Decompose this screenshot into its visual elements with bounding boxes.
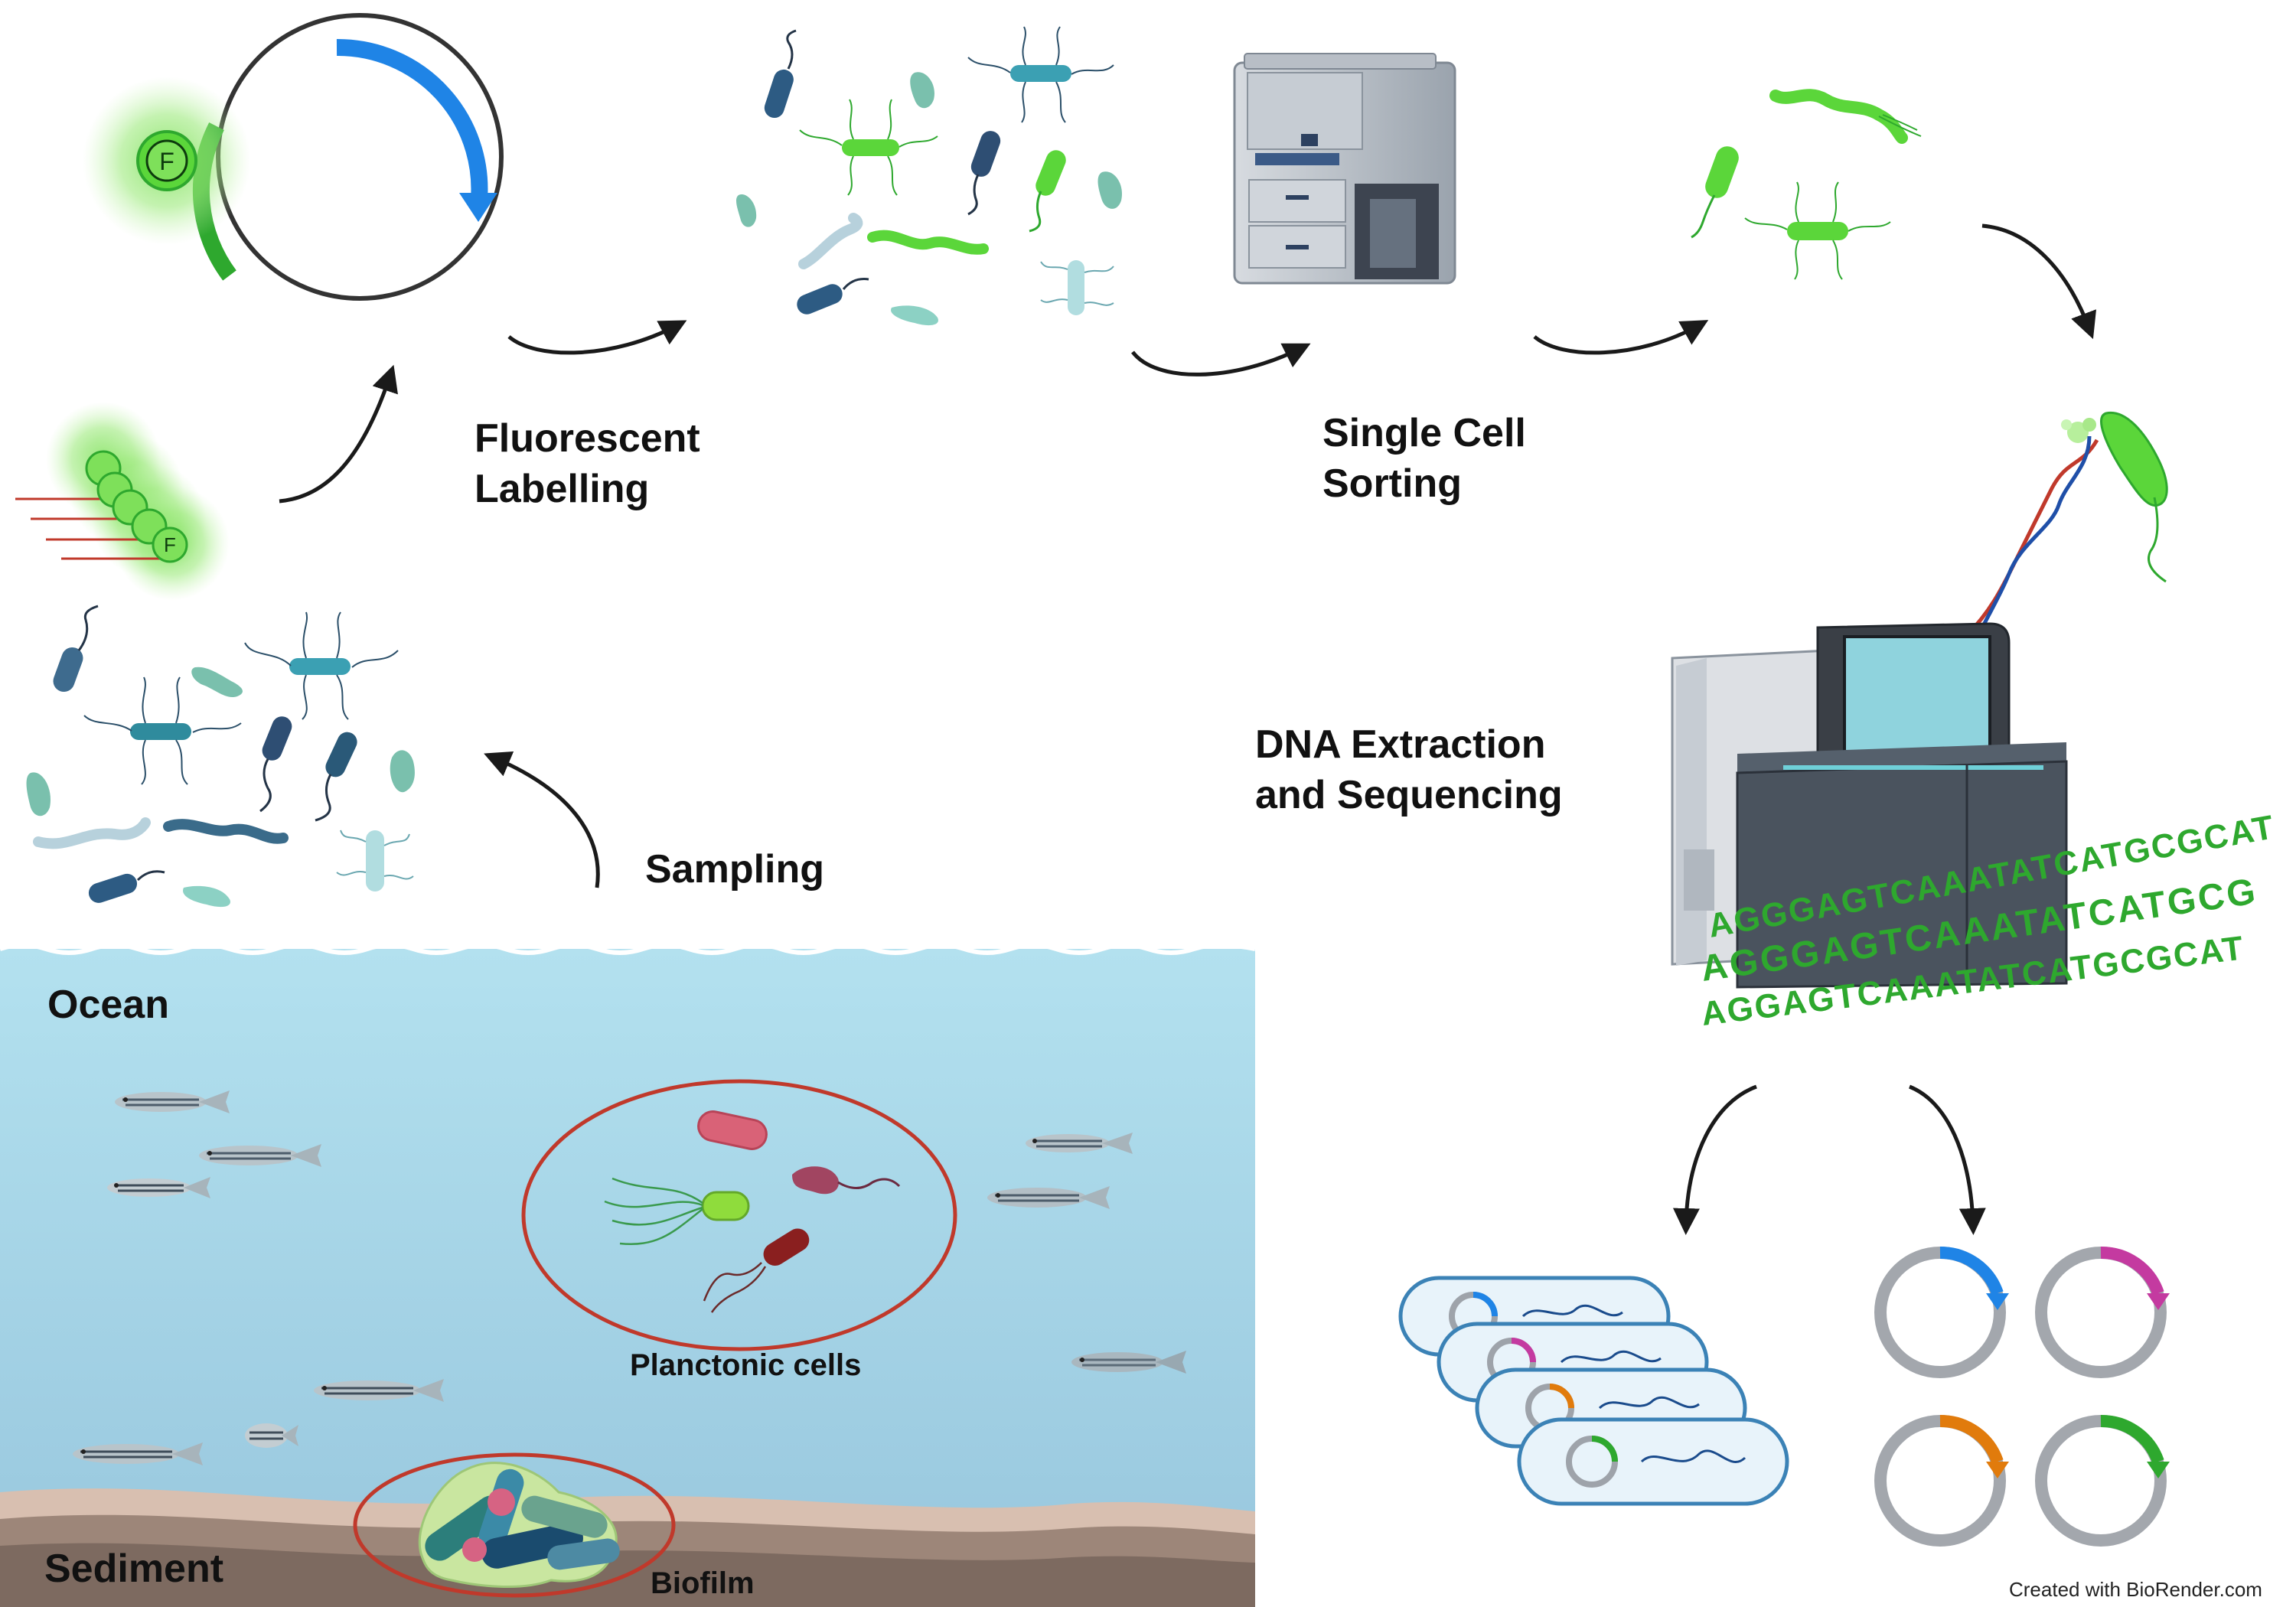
single-cell-sorting-line-1: Single Cell [1322, 411, 1526, 455]
credit-label: Created with BioRender.com [2009, 1578, 2262, 1601]
fish-group [73, 1090, 1186, 1465]
fluorescent-labelling-label: Fluorescent Labelling [475, 413, 700, 514]
plasmid-green [2035, 1414, 2170, 1547]
single-cell-sorting-line-2: Sorting [1322, 461, 1462, 506]
zebrafish [73, 1442, 203, 1465]
arrow-sampling [484, 751, 600, 888]
planctonic-circle [521, 1079, 957, 1351]
planctonic-cells-label: Planctonic cells [630, 1348, 862, 1382]
ocean-scene [0, 943, 1256, 1607]
arrow-sorter-to-sorted [1533, 320, 1709, 355]
sediment-label: Sediment [44, 1547, 224, 1591]
green-bacterium [701, 1191, 750, 1221]
sampled-bacteria [26, 605, 415, 908]
kidney-bacterium [792, 1166, 839, 1195]
planctonic-cells-group [521, 1079, 957, 1351]
workflow-arrows [279, 223, 2097, 1235]
probe-marker-text: F [164, 533, 176, 556]
sampling-label: Sampling [645, 847, 825, 892]
labelled-bacteria [735, 26, 1122, 326]
genome-cells [1398, 1276, 1789, 1506]
fluorescent-probes: F [15, 402, 230, 601]
sorted-cells [1691, 89, 1922, 280]
arrow-sorted-to-lysis [1981, 223, 2097, 340]
ocean-label: Ocean [47, 983, 169, 1027]
red-bacterium [697, 1110, 768, 1150]
lysing-cell [1965, 411, 2168, 637]
gene-insert-blue [336, 38, 488, 208]
zebrafish [1071, 1351, 1186, 1374]
zebrafish [107, 1177, 210, 1198]
biofilm-circle [353, 1452, 676, 1598]
plasmid-magenta [2035, 1246, 2170, 1378]
plasmid-with-probe: F [83, 13, 504, 301]
biofilm-label: Biofilm [651, 1566, 755, 1600]
genome-cell [1517, 1417, 1789, 1506]
plasmid-probe-marker-text: F [159, 148, 174, 175]
zebrafish [115, 1090, 230, 1113]
plasmids [1874, 1246, 2170, 1547]
arrow-to-plasmids [1909, 1084, 1986, 1235]
biofilm-group [353, 1452, 676, 1598]
arrow-to-genomes [1672, 1084, 1757, 1235]
fluorescent-labelling-line-1: Fluorescent [475, 416, 700, 461]
arrow-labelled-to-sorter [1131, 343, 1311, 376]
zebrafish [1026, 1133, 1133, 1154]
sequencer-machine [1671, 622, 2068, 989]
zebrafish [987, 1186, 1110, 1209]
arrow-probe-to-plasmid [279, 364, 398, 504]
plasmid-blue [1874, 1246, 2009, 1378]
fluorescent-labelling-line-2: Labelling [475, 467, 650, 511]
dna-extraction-line-2: and Sequencing [1255, 773, 1563, 817]
plasmid-orange [1874, 1414, 2009, 1547]
cell-sorter-machine [1233, 53, 1456, 285]
zebrafish [314, 1379, 444, 1402]
dna-extraction-label: DNA Extraction and Sequencing [1255, 719, 1563, 820]
dark-red-bacterium [763, 1228, 810, 1266]
zebrafish [199, 1144, 321, 1167]
dna-extraction-line-1: DNA Extraction [1255, 722, 1546, 767]
water-surface [0, 943, 1256, 955]
single-cell-sorting-label: Single Cell Sorting [1322, 408, 1526, 509]
zebrafish [245, 1423, 298, 1448]
arrow-plasmid-to-labelled [507, 320, 687, 355]
